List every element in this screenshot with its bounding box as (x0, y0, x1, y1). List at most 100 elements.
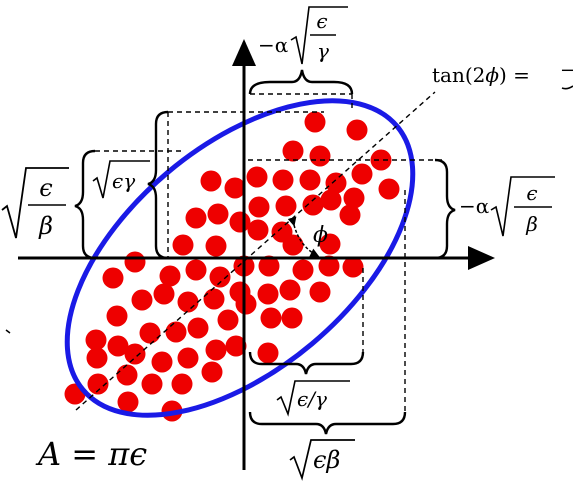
particle (187, 317, 209, 339)
top-coefficient: −α (258, 33, 288, 57)
particle (320, 189, 342, 211)
particle (141, 373, 163, 395)
particle (309, 145, 331, 167)
bottom-outer-label: ϵβ (289, 439, 355, 481)
particle (378, 178, 400, 200)
particle (229, 211, 251, 233)
left-numerator: ϵ (39, 174, 52, 202)
particle (205, 235, 227, 257)
particle (279, 279, 301, 301)
particle (165, 321, 187, 343)
particle (275, 195, 297, 217)
particle (131, 289, 153, 311)
right-coefficient: −α (459, 194, 489, 218)
particle (235, 293, 257, 315)
bottom-outer-radical (289, 439, 355, 481)
particle (346, 119, 368, 141)
tan-left: tan(2 (432, 63, 485, 87)
particle (260, 307, 282, 329)
particle (207, 203, 229, 225)
emittance-ellipse (64, 98, 416, 418)
tan-text: tan(2ϕ) = (432, 63, 530, 87)
particle (177, 347, 199, 369)
particle (304, 111, 326, 133)
particle (106, 305, 128, 327)
particle (124, 251, 146, 273)
particle (86, 347, 108, 369)
left-label: ϵ β (1, 167, 69, 240)
particle (282, 140, 304, 162)
bottom-inner-label: ϵ/γ (276, 380, 350, 417)
right-brace (434, 158, 456, 260)
bottom-inner-radical (276, 380, 350, 417)
tan-cut-tail (561, 85, 573, 90)
particle (309, 281, 331, 303)
particle (159, 265, 181, 287)
particle-cloud (64, 111, 400, 422)
particle (200, 170, 222, 192)
particle (247, 219, 269, 241)
angle-label: ϕ (313, 223, 328, 248)
particle (299, 169, 321, 191)
tan-cut: − (560, 60, 573, 81)
bottom-outer-brace (248, 411, 407, 435)
particle (116, 364, 138, 386)
particle (185, 259, 207, 281)
particle (225, 335, 247, 357)
bottom-inner-brace (248, 351, 365, 375)
left-outer-brace (74, 149, 96, 260)
particle (171, 373, 193, 395)
particle (342, 256, 364, 278)
particle (107, 335, 129, 357)
particle (117, 391, 139, 413)
top-denominator: γ (317, 39, 329, 63)
particle (151, 351, 173, 373)
particle (319, 233, 341, 255)
particle (257, 342, 279, 364)
right-label: −α ϵ β (459, 176, 555, 237)
dashed-guides (75, 91, 445, 412)
particle (139, 322, 161, 344)
top-label: −α ϵ γ (258, 6, 348, 65)
bottom-inner-radicand: ϵ/γ (297, 387, 327, 411)
particle (272, 169, 294, 191)
area-label: A = πϵ (35, 435, 147, 473)
particle (205, 339, 227, 361)
tan-phi: ϕ (485, 63, 499, 87)
particle (351, 163, 373, 185)
inner-radicand: ϵγ (112, 169, 135, 193)
tan-right: ) = (499, 63, 530, 87)
particle (85, 329, 107, 351)
particle (172, 234, 194, 256)
top-radical (290, 6, 348, 65)
angle-arc (287, 216, 320, 257)
particle (302, 194, 324, 216)
right-numerator: ϵ (526, 181, 537, 205)
inner-label: ϵγ (92, 160, 150, 199)
particle (246, 166, 268, 188)
particle (102, 267, 124, 289)
tan-label: tan(2ϕ) = − (432, 60, 573, 90)
particle (281, 307, 303, 329)
particle (248, 196, 270, 218)
particle (282, 234, 304, 256)
particle (177, 291, 199, 313)
particle (370, 149, 392, 171)
particle (203, 288, 225, 310)
particle (339, 204, 361, 226)
braces (74, 69, 456, 435)
particle (325, 172, 347, 194)
particle (87, 373, 109, 395)
left-inner-brace (147, 110, 169, 260)
top-brace (248, 69, 354, 95)
left-denominator: β (38, 212, 53, 240)
particle (258, 255, 280, 277)
particle (217, 309, 239, 331)
particle (209, 266, 231, 288)
particle (257, 283, 279, 305)
particle (185, 207, 207, 229)
inner-radical (92, 160, 150, 199)
left-radical (1, 167, 69, 239)
particle (318, 255, 340, 277)
